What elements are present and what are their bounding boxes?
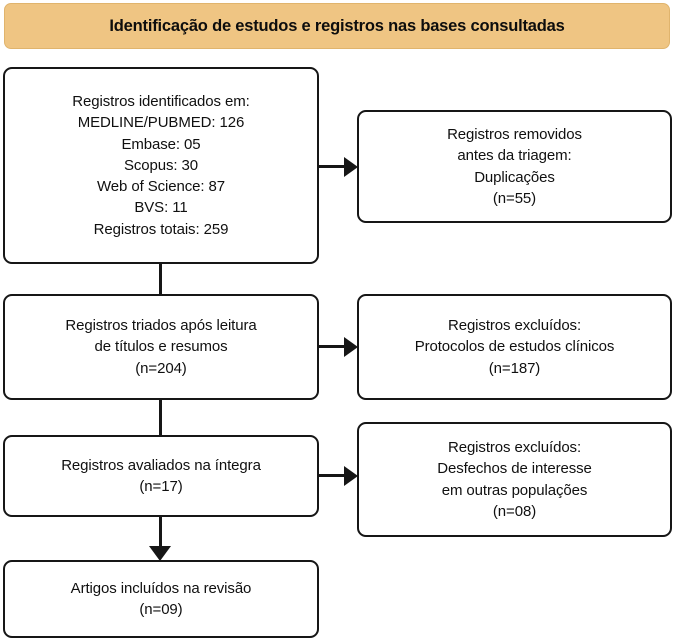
- node-records-removed: Registros removidos antes da triagem: Du…: [357, 110, 672, 223]
- arrow-right-icon-identified-to-removed: [344, 157, 358, 177]
- page-title: Identificação de estudos e registros nas…: [109, 16, 565, 35]
- arrow-right-icon-screened-to-excluded-protocols: [344, 337, 358, 357]
- connector-screened-to-excluded-protocols: [319, 345, 347, 348]
- node-records-screened-label: Registros triados após leitura de título…: [65, 317, 257, 377]
- connector-identified-to-removed: [319, 165, 347, 168]
- node-records-excluded-outcomes-label: Registros excluídos: Desfechos de intere…: [437, 438, 592, 520]
- node-records-identified: Registros identificados em: MEDLINE/PUBM…: [3, 67, 319, 264]
- node-records-excluded-protocols-label: Registros excluídos: Protocolos de estud…: [414, 317, 615, 377]
- node-records-assessed-label: Registros avaliados na íntegra (n=17): [61, 456, 261, 495]
- node-records-excluded-protocols: Registros excluídos: Protocolos de estud…: [357, 294, 672, 400]
- node-records-excluded-outcomes: Registros excluídos: Desfechos de intere…: [357, 422, 672, 537]
- node-articles-included: Artigos incluídos na revisão (n=09): [3, 560, 319, 638]
- connector-assessed-to-excluded-outcomes: [319, 474, 347, 477]
- connector-screened-to-assessed: [159, 399, 162, 436]
- node-articles-included-label: Artigos incluídos na revisão (n=09): [70, 579, 252, 618]
- arrow-down-icon-assessed-to-included: [149, 546, 171, 561]
- connector-assessed-to-included: [159, 516, 162, 548]
- node-records-screened: Registros triados após leitura de título…: [3, 294, 319, 400]
- node-records-removed-label: Registros removidos antes da triagem: Du…: [447, 125, 582, 207]
- node-records-assessed: Registros avaliados na íntegra (n=17): [3, 435, 319, 517]
- node-records-identified-label: Registros identificados em: MEDLINE/PUBM…: [72, 92, 250, 238]
- identification-section-header: Identificação de estudos e registros nas…: [4, 3, 670, 49]
- arrow-right-icon-assessed-to-excluded-outcomes: [344, 466, 358, 486]
- connector-identified-to-screened: [159, 263, 162, 295]
